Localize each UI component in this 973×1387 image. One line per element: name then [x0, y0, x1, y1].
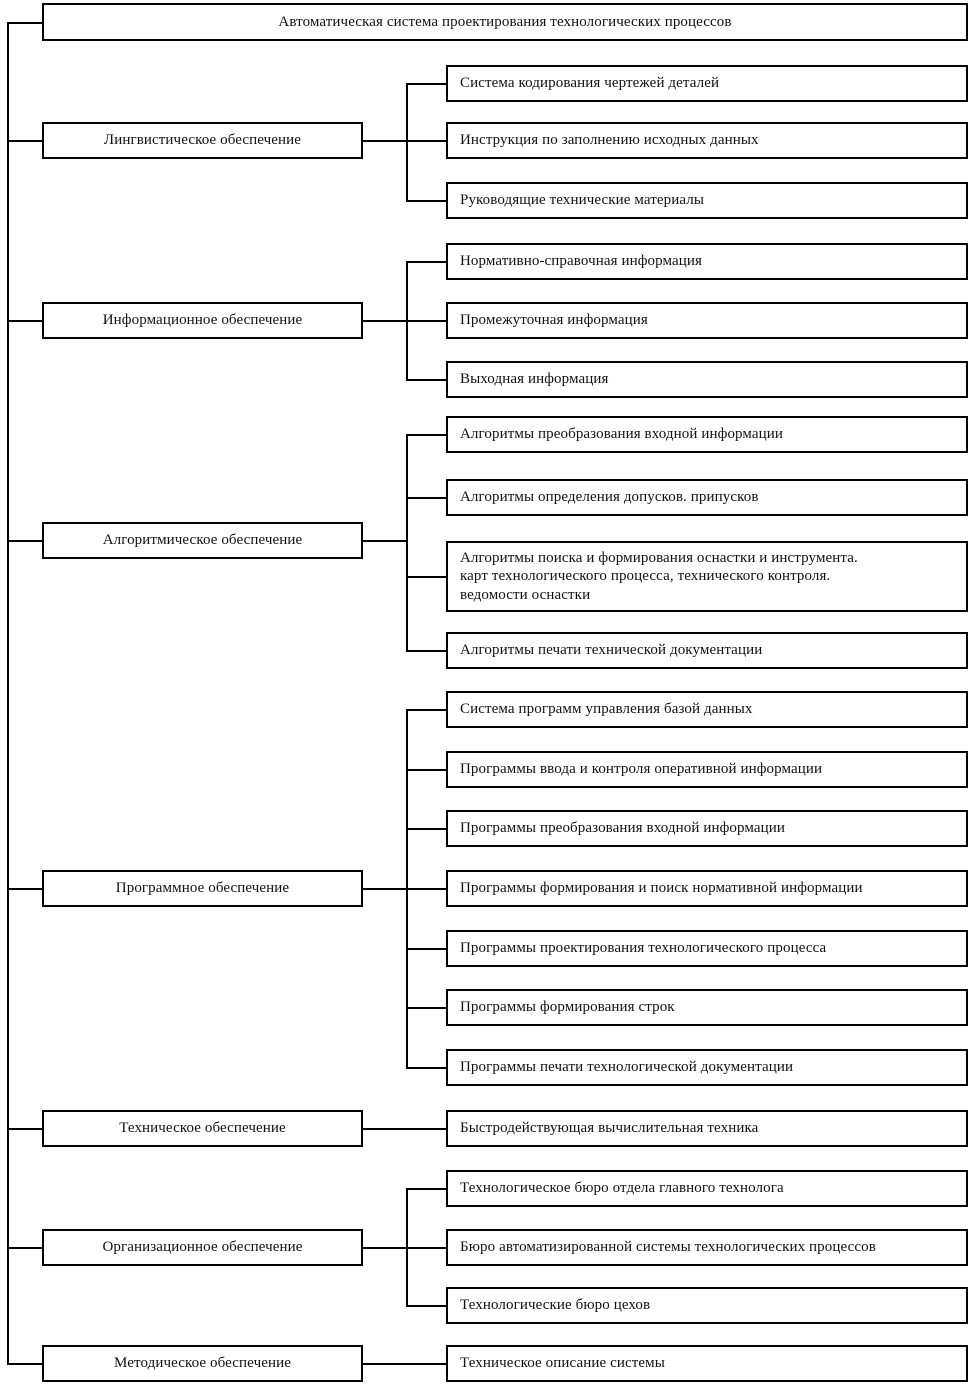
leaf-label-2-2: Алгоритмы поиска и формирования оснастки… — [460, 550, 858, 603]
leaf-box-3-2[interactable]: Программы преобразования входной информа… — [446, 810, 968, 847]
leaf-label-3-1: Программы ввода и контроля оперативной и… — [460, 761, 823, 778]
leaf-label-2-1: Алгоритмы определения допусков. припуско… — [460, 489, 759, 506]
diagram-title: Автоматическая система проектирования те… — [278, 13, 732, 30]
leaf-label-5-2: Технологические бюро цехов — [460, 1297, 651, 1314]
leaf-box-3-1[interactable]: Программы ввода и контроля оперативной и… — [446, 751, 968, 788]
branch-5-out — [363, 1247, 406, 1249]
branch-box-4[interactable]: Техническое обеспечение — [42, 1110, 363, 1147]
leaf-label-1-2: Выходная информация — [460, 371, 609, 388]
spine-to-branch-2 — [7, 540, 42, 542]
leaf-label-3-3: Программы формирования и поиск нормативн… — [460, 880, 863, 897]
branch-5-child-0-link — [406, 1188, 446, 1190]
branch-0-bus — [406, 83, 408, 201]
leaf-box-0-0[interactable]: Система кодирования чертежей деталей — [446, 65, 968, 102]
branch-box-1[interactable]: Информационное обеспечение — [42, 302, 363, 339]
leaf-box-0-1[interactable]: Инструкция по заполнению исходных данных — [446, 122, 968, 159]
branch-0-out — [363, 140, 406, 142]
branch-label-1: Информационное обеспечение — [102, 312, 303, 329]
spine-to-branch-1 — [7, 320, 42, 322]
leaf-box-3-3[interactable]: Программы формирования и поиск нормативн… — [446, 870, 968, 907]
branch-3-child-6-link — [406, 1067, 446, 1069]
leaf-label-0-2: Руководящие технические материалы — [460, 192, 705, 209]
leaf-box-2-3[interactable]: Алгоритмы печати технической документаци… — [446, 632, 968, 669]
branch-0-child-0-link — [406, 83, 446, 85]
leaf-box-3-0[interactable]: Система программ управления базой данных — [446, 691, 968, 728]
branch-3-child-2-link — [406, 828, 446, 830]
leaf-box-3-5[interactable]: Программы формирования строк — [446, 989, 968, 1026]
branch-label-6: Методическое обеспечение — [114, 1355, 291, 1372]
leaf-label-2-0: Алгоритмы преобразования входной информа… — [460, 426, 784, 443]
branch-box-3[interactable]: Программное обеспечение — [42, 870, 363, 907]
branch-label-0: Лингвистическое обеспечение — [103, 132, 302, 149]
branch-label-4: Техническое обеспечение — [119, 1120, 286, 1137]
branch-2-child-0-link — [406, 434, 446, 436]
leaf-label-5-0: Технологическое бюро отдела главного тех… — [460, 1180, 784, 1197]
leaf-box-1-1[interactable]: Промежуточная информация — [446, 302, 968, 339]
branch-1-out — [363, 320, 406, 322]
branch-4-child-0-link — [363, 1128, 446, 1130]
leaf-box-6-0[interactable]: Техническое описание системы — [446, 1345, 968, 1382]
branch-5-child-1-link — [406, 1247, 446, 1249]
branch-2-bus — [406, 434, 408, 650]
leaf-box-5-0[interactable]: Технологическое бюро отдела главного тех… — [446, 1170, 968, 1207]
branch-1-child-2-link — [406, 379, 446, 381]
branch-2-child-3-link — [406, 650, 446, 652]
branch-3-child-3-link — [406, 888, 446, 890]
branch-label-2: Алгоритмическое обеспечение — [102, 532, 303, 549]
branch-2-child-2-link — [406, 576, 446, 578]
leaf-box-1-2[interactable]: Выходная информация — [446, 361, 968, 398]
branch-box-2[interactable]: Алгоритмическое обеспечение — [42, 522, 363, 559]
leaf-label-5-1: Бюро автоматизированной системы технолог… — [460, 1239, 876, 1256]
spine-to-branch-4 — [7, 1128, 42, 1130]
leaf-box-5-2[interactable]: Технологические бюро цехов — [446, 1287, 968, 1324]
branch-3-child-4-link — [406, 948, 446, 950]
leaf-label-4-0: Быстродействующая вычислительная техника — [460, 1120, 759, 1137]
leaf-label-3-0: Система программ управления базой данных — [460, 701, 753, 718]
branch-1-child-0-link — [406, 261, 446, 263]
root-spine-vertical — [7, 22, 9, 1363]
branch-box-6[interactable]: Методическое обеспечение — [42, 1345, 363, 1382]
leaf-label-2-3: Алгоритмы печати технической документаци… — [460, 642, 763, 659]
leaf-box-2-1[interactable]: Алгоритмы определения допусков. припуско… — [446, 479, 968, 516]
spine-to-branch-5 — [7, 1247, 42, 1249]
branch-box-5[interactable]: Организационное обеспечение — [42, 1229, 363, 1266]
leaf-box-1-0[interactable]: Нормативно-справочная информация — [446, 243, 968, 280]
leaf-box-3-6[interactable]: Программы печати технологической докумен… — [446, 1049, 968, 1086]
branch-2-out — [363, 540, 406, 542]
root-stub-to-title — [7, 22, 42, 24]
branch-box-0[interactable]: Лингвистическое обеспечение — [42, 122, 363, 159]
leaf-box-0-2[interactable]: Руководящие технические материалы — [446, 182, 968, 219]
branch-6-child-0-link — [363, 1363, 446, 1365]
leaf-box-3-4[interactable]: Программы проектирования технологическог… — [446, 930, 968, 967]
branch-0-child-1-link — [406, 140, 446, 142]
leaf-label-3-2: Программы преобразования входной информа… — [460, 820, 786, 837]
leaf-box-2-2[interactable]: Алгоритмы поиска и формирования оснастки… — [446, 541, 968, 612]
branch-1-child-1-link — [406, 320, 446, 322]
branch-3-child-5-link — [406, 1007, 446, 1009]
branch-label-5: Организационное обеспечение — [102, 1239, 303, 1256]
leaf-label-3-6: Программы печати технологической докумен… — [460, 1059, 794, 1076]
branch-3-out — [363, 888, 406, 890]
branch-5-child-2-link — [406, 1305, 446, 1307]
leaf-label-3-5: Программы формирования строк — [460, 999, 675, 1016]
leaf-label-0-1: Инструкция по заполнению исходных данных — [460, 132, 759, 149]
branch-3-child-0-link — [406, 709, 446, 711]
leaf-label-3-4: Программы проектирования технологическог… — [460, 940, 827, 957]
spine-to-branch-0 — [7, 140, 42, 142]
branch-2-child-1-link — [406, 497, 446, 499]
leaf-box-5-1[interactable]: Бюро автоматизированной системы технолог… — [446, 1229, 968, 1266]
spine-to-branch-6 — [7, 1363, 42, 1365]
leaf-label-6-0: Техническое описание системы — [460, 1355, 665, 1372]
leaf-label-1-1: Промежуточная информация — [460, 312, 648, 329]
branch-0-child-2-link — [406, 200, 446, 202]
spine-to-branch-3 — [7, 888, 42, 890]
leaf-label-0-0: Система кодирования чертежей деталей — [460, 75, 720, 92]
branch-label-3: Программное обеспечение — [115, 880, 290, 897]
branch-3-child-1-link — [406, 769, 446, 771]
diagram-title-box: Автоматическая система проектирования те… — [42, 3, 968, 41]
leaf-label-1-0: Нормативно-справочная информация — [460, 253, 703, 270]
leaf-box-2-0[interactable]: Алгоритмы преобразования входной информа… — [446, 416, 968, 453]
leaf-box-4-0[interactable]: Быстродействующая вычислительная техника — [446, 1110, 968, 1147]
